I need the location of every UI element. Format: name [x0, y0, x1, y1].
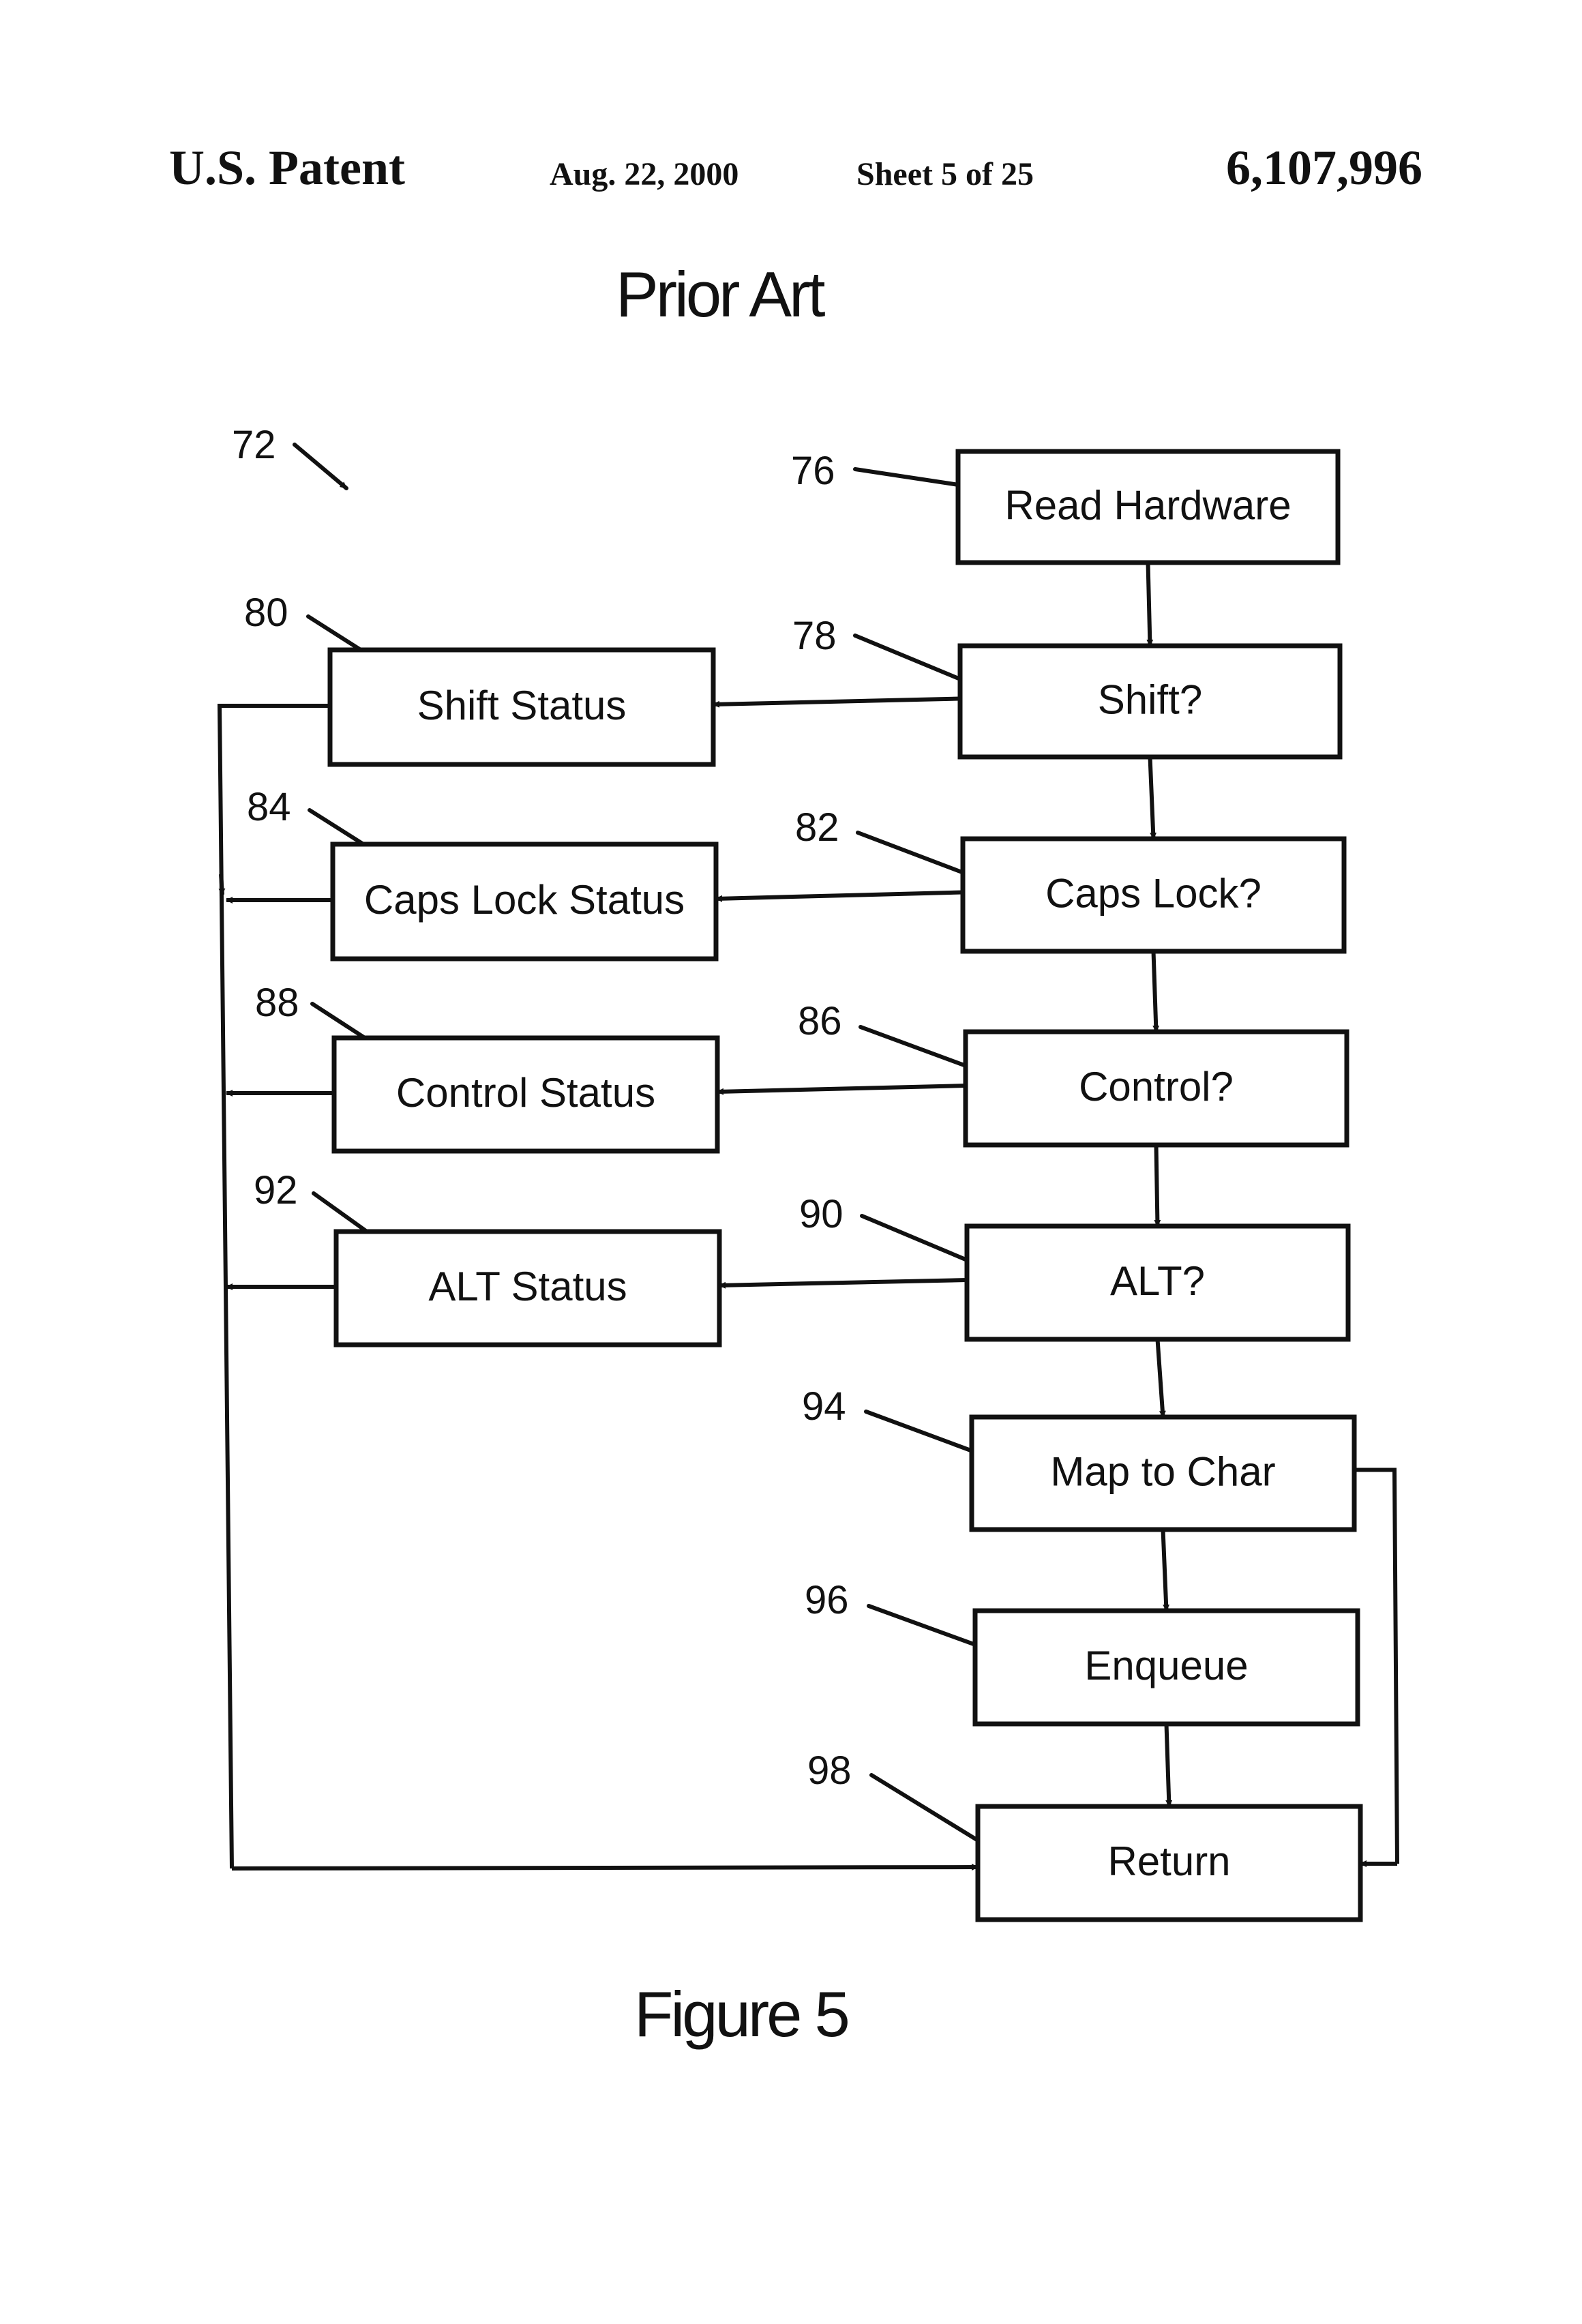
node-label: ALT Status	[428, 1264, 627, 1309]
node-return: Return	[978, 1806, 1360, 1920]
node-caps-status: Caps Lock Status	[333, 844, 716, 959]
leader-line	[871, 1775, 978, 1841]
reference-numeral: 92	[254, 1168, 298, 1212]
node-shift-status: Shift Status	[330, 650, 713, 764]
node-control-status: Control Status	[334, 1038, 717, 1151]
reference-numeral: 98	[807, 1748, 852, 1793]
edge-caps-to-control	[1154, 951, 1156, 1032]
leader-line	[314, 1193, 367, 1232]
reference-numeral: 90	[799, 1192, 844, 1236]
node-label: Enqueue	[1084, 1643, 1248, 1688]
reference-numeral: 80	[244, 591, 288, 635]
edge-control-to-alt	[1156, 1145, 1158, 1226]
reference-numeral: 96	[805, 1578, 849, 1622]
edge-shift-status-down	[221, 874, 222, 895]
node-enqueue: Enqueue	[975, 1611, 1358, 1724]
reference-numeral: 94	[802, 1384, 846, 1429]
leader-line	[866, 1412, 972, 1451]
node-map: Map to Char	[972, 1417, 1354, 1530]
edge-alt-to-alt-status	[719, 1280, 967, 1285]
node-alt: ALT?	[967, 1226, 1348, 1339]
leader-line	[855, 636, 960, 679]
reference-numeral: 82	[795, 805, 839, 850]
node-read: Read Hardware	[958, 451, 1338, 563]
edge-map-to-enqueue	[1163, 1530, 1167, 1611]
node-label: Caps Lock?	[1045, 870, 1262, 916]
node-label: Shift Status	[417, 683, 627, 728]
reference-numeral: 78	[792, 614, 837, 658]
leader-line	[869, 1606, 975, 1645]
node-label: Read Hardware	[1004, 482, 1291, 528]
edge-shift-to-caps	[1150, 757, 1154, 839]
edge-caps-to-caps-status	[716, 893, 963, 899]
edge-control-to-control-status	[717, 1086, 966, 1092]
reference-numeral: 86	[798, 999, 842, 1043]
node-shift: Shift?	[960, 646, 1340, 757]
node-label: ALT?	[1110, 1258, 1205, 1304]
node-control: Control?	[966, 1032, 1347, 1145]
edge-bus-to-return	[232, 1867, 978, 1868]
leader-line	[855, 469, 958, 485]
edge-shift-to-shift-status	[713, 699, 960, 705]
node-label: Return	[1107, 1838, 1230, 1884]
reference-numeral: 84	[247, 785, 291, 829]
leader-line	[310, 810, 363, 844]
node-label: Caps Lock Status	[364, 877, 685, 923]
node-label: Control Status	[396, 1070, 655, 1116]
reference-numeral: 76	[791, 449, 835, 493]
node-label: Shift?	[1098, 676, 1202, 722]
leader-line	[862, 1216, 967, 1260]
overall-arrow	[295, 445, 346, 488]
node-alt-status: ALT Status	[336, 1232, 719, 1345]
reference-numeral: 88	[255, 981, 299, 1025]
figure-caption: Figure 5	[634, 1978, 848, 2051]
leader-line	[312, 1004, 365, 1038]
node-label: Map to Char	[1050, 1448, 1275, 1494]
node-caps: Caps Lock?	[963, 839, 1344, 951]
edge-read-to-shift	[1148, 563, 1150, 646]
node-label: Control?	[1079, 1064, 1234, 1109]
reference-numeral-overall: 72	[232, 423, 276, 467]
leader-line	[858, 833, 963, 873]
leader-line	[308, 616, 361, 650]
edge-alt-to-map	[1158, 1339, 1163, 1417]
edge-enqueue-to-return	[1167, 1724, 1169, 1806]
leader-line	[861, 1027, 966, 1066]
